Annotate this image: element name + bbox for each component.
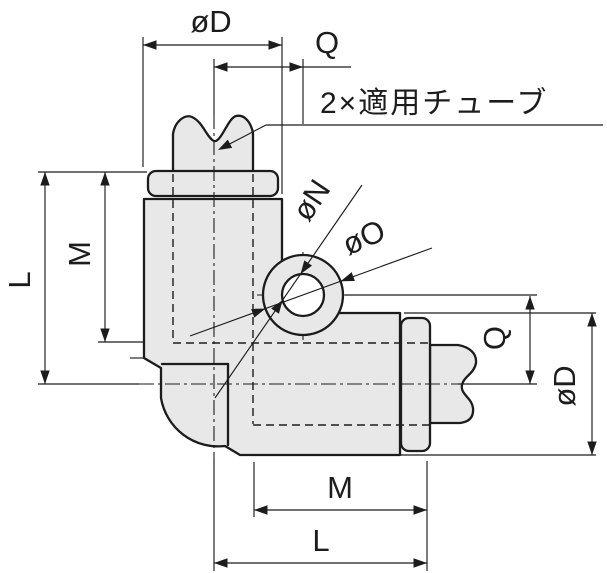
label-l-left: L [2,271,37,288]
vertical-tube [171,114,255,174]
elbow-body [142,197,402,457]
dim-l-left: L [2,172,50,384]
hidden-bore-lines [172,174,429,426]
label-l-bottom: L [312,523,329,558]
label-o-diameter: øO [337,213,391,262]
label-q-right: Q [477,326,512,350]
label-m-left: M [62,241,97,267]
note-text: 2×適用チューブ [320,87,548,120]
dim-q-right: Q [477,296,535,384]
dim-m-left: M [38,171,147,343]
dim-l-bottom: L [214,523,427,568]
label-outer-diameter-top: øD [190,4,231,39]
label-m-bottom: M [327,470,353,505]
vertical-collar [146,169,280,198]
dim-q-top: Q [214,25,351,124]
label-q-top: Q [315,25,339,60]
corner-step-lines [130,357,230,447]
dim-outer-diameter-right: øD [400,312,597,456]
dim-outer-diameter-top: øD [142,4,283,194]
tube-note-leader: 2×適用チューブ [215,87,603,155]
dim-m-bottom: M [253,461,428,571]
label-n-diameter: øN [285,173,337,227]
label-outer-diameter-right: øD [547,365,582,406]
